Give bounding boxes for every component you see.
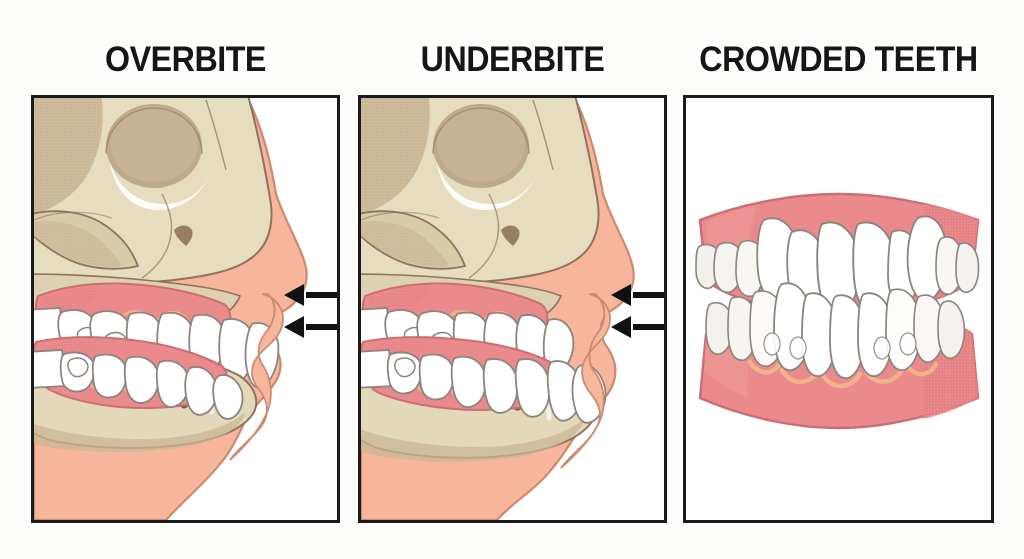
orbital-rim-line (105, 107, 203, 155)
lower-premolar-2 (450, 355, 487, 408)
suture-line-1 (205, 99, 227, 171)
lower-central-incisor (212, 374, 244, 420)
suture-line-3 (468, 193, 500, 279)
lip-overlay (229, 293, 284, 461)
lower-teeth-row (361, 349, 607, 424)
panel-crowded-teeth (683, 95, 994, 523)
nasal-aperture (501, 225, 520, 246)
zygomatic-shading (361, 221, 449, 267)
lower-lateral-incisor (184, 366, 218, 416)
lower-molar-right-2 (937, 300, 966, 359)
mandible-shading (34, 412, 246, 452)
zygomatic-shading (34, 221, 122, 267)
orbital-rim-highlight (110, 162, 210, 210)
panel-title-overbite: OVERBITE (105, 40, 266, 79)
panel-underbite (358, 95, 667, 523)
suture-line-2 (361, 211, 440, 221)
lower-premolar-1 (91, 353, 128, 399)
mandible-shading (361, 418, 585, 462)
upper-molar-right-2 (955, 242, 980, 294)
arrow-lower (284, 316, 337, 338)
orbital-rim-line (432, 107, 530, 155)
suture-line-1 (532, 99, 554, 171)
temporal-shading (34, 98, 103, 215)
suture-line-3 (141, 193, 173, 279)
eye-socket-inner (437, 106, 525, 182)
lower-posterior-nubs (763, 332, 917, 360)
lip-overlay (560, 293, 611, 469)
lower-lateral-incisor (514, 358, 551, 418)
lower-teeth-row (34, 349, 244, 420)
nasal-aperture (174, 225, 193, 246)
panel-title-crowded-teeth: CROWDED TEETH (699, 40, 978, 79)
lower-premolar-1 (418, 353, 455, 401)
panel-title-underbite: UNDERBITE (420, 40, 605, 79)
lower-canine (482, 358, 519, 414)
lower-premolar-2 (123, 355, 160, 404)
eye-socket-inner (110, 106, 198, 182)
lower-canine (155, 359, 190, 408)
crowded-teeth-illustration (686, 98, 991, 520)
lower-molar-2-cusp (67, 357, 89, 378)
lower-molar-2-cusp (394, 357, 416, 378)
arrow-upper (284, 284, 337, 306)
overbite-illustration (34, 98, 337, 520)
orbital-rim-highlight (437, 162, 537, 210)
underbite-illustration (361, 98, 664, 520)
upper-teeth-row (695, 215, 980, 314)
temporal-shading (361, 98, 430, 215)
arrow-lower (611, 316, 664, 338)
suture-line-2 (34, 211, 113, 221)
arrow-upper (611, 284, 664, 306)
panel-overbite (31, 95, 340, 523)
